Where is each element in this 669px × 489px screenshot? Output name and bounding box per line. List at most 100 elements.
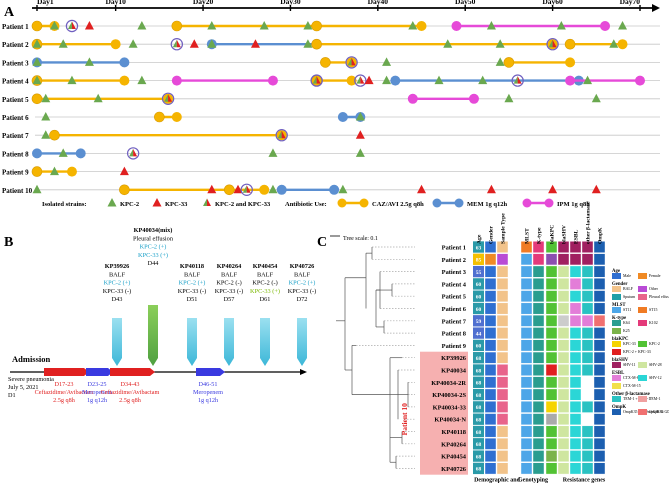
- patient-row: Patient 10: [2, 183, 660, 196]
- heatmap-cell: [557, 351, 570, 364]
- caz-start-dot: [119, 184, 130, 196]
- heatmap-cell: [557, 302, 570, 315]
- heatmap-cell: [532, 327, 545, 339]
- heatmap-cell: [569, 425, 582, 438]
- isolate-line: KPC-33 (+): [250, 288, 280, 295]
- patient-label: Patient 8: [2, 150, 29, 158]
- heatmap-cell: [496, 364, 509, 376]
- isolate-line: BALF: [109, 271, 126, 278]
- both-strains-ring: [511, 74, 524, 87]
- heatmap-cell: [532, 450, 545, 462]
- age-value: 68: [476, 393, 482, 399]
- heatmap-cell: [581, 450, 594, 462]
- kpc33-strain-marker: [355, 130, 365, 139]
- legend-item-label: OmpK36 GD: [649, 410, 669, 414]
- isolate-line: KP40264: [217, 263, 242, 270]
- heatmap-column-header: other β-lactamase: [586, 201, 592, 244]
- heatmap-cell: [569, 314, 582, 327]
- treatment-days: D17-23: [55, 381, 74, 388]
- age-value: 60: [476, 307, 482, 313]
- legend-item-label: Male: [623, 274, 631, 278]
- legend-swatch: [612, 375, 621, 381]
- kpc2-strain-marker: [382, 57, 392, 66]
- legend-item-label: Pleural effusion: [649, 295, 669, 299]
- kpc2-strain-marker: [41, 93, 51, 103]
- legend-ipm-dot: [522, 198, 532, 208]
- kpc2-half: [312, 76, 317, 84]
- heatmap-cell: [484, 290, 497, 303]
- heatmap-cell: [581, 388, 594, 401]
- patient-row: Patient 5: [2, 92, 660, 106]
- age-cell: [473, 376, 484, 388]
- legend-heading: OmpK: [612, 405, 626, 410]
- kpc2-half: [172, 39, 177, 48]
- heatmap-cell: [569, 462, 582, 475]
- kpc2-strain-marker: [41, 130, 51, 139]
- patient-row: Patient 6: [2, 111, 660, 123]
- isolate-line: KPC-33 (-): [178, 288, 207, 295]
- isolate-line: KP40726: [290, 263, 315, 270]
- day-tick-label: Day1: [37, 0, 54, 6]
- heatmap-cell: [593, 388, 606, 401]
- specimen-tube: [260, 318, 270, 366]
- legend-item-label: K102: [649, 321, 658, 325]
- age-value: 60: [476, 344, 482, 350]
- age-value: 63: [476, 245, 482, 251]
- caz-end-dot: [346, 75, 357, 86]
- heatmap-cell: [496, 253, 509, 266]
- both-strains-ring: [240, 183, 253, 196]
- legend-item-label: SHV-12: [649, 376, 662, 380]
- day-tick-label: Day40: [368, 0, 389, 6]
- age-value: 68: [476, 442, 482, 448]
- age-cell: [473, 352, 484, 364]
- heatmap-cell: [496, 401, 509, 413]
- legend-item-label: TEM-1 + OXA-1: [623, 397, 650, 401]
- legend-mem-dot: [432, 198, 442, 208]
- heatmap-row-label: Patient 9: [442, 343, 466, 350]
- heatmap-cell: [496, 265, 509, 278]
- age-value: 68: [476, 356, 482, 362]
- kpc33-strain-marker: [591, 184, 601, 194]
- heatmap-cell: [581, 302, 594, 315]
- legend-kpc33-marker: [152, 198, 162, 207]
- heatmap-cell: [545, 327, 558, 339]
- heatmap-row-label: KP40034-2S: [432, 392, 466, 399]
- caz-start-dot: [320, 57, 331, 68]
- kpc2-half: [67, 21, 72, 29]
- caz-start-dot: [31, 166, 43, 177]
- isolate-line: D57: [224, 296, 235, 303]
- age-cell: [473, 253, 484, 265]
- heatmap-cell: [520, 401, 533, 413]
- day-tick-label: Day50: [455, 0, 476, 6]
- heatmap-cell: [581, 327, 594, 339]
- kpc2-strain-marker: [32, 39, 42, 48]
- heatmap-cell: [569, 376, 582, 389]
- isolate-line: KP39926: [105, 263, 130, 270]
- heatmap-cell: [484, 327, 497, 339]
- kpc2-strain-marker: [137, 21, 147, 30]
- heatmap-cell: [593, 376, 606, 389]
- legend-ipm-dot: [544, 198, 554, 208]
- heatmap-column-header: Sample Type: [501, 213, 507, 244]
- heatmap-cell: [484, 302, 497, 315]
- caz-end-dot: [110, 39, 121, 50]
- legend-swatch: [638, 307, 647, 313]
- kpc2-strain-marker: [434, 75, 444, 85]
- legend-heading: Gender: [612, 282, 628, 287]
- heatmap-cell: [557, 241, 570, 253]
- heatmap-cell: [545, 302, 558, 315]
- caz-start-dot: [171, 20, 183, 32]
- kpc2-strain-marker: [338, 184, 348, 194]
- heatmap-cell: [520, 278, 533, 290]
- heatmap-column-header: ESBL: [574, 229, 580, 244]
- treatment-days: D23-25: [88, 381, 107, 388]
- heatmap-row-label: KP40034-33: [433, 404, 466, 411]
- heatmap-cell: [484, 425, 497, 438]
- treatment-dose: 2.5g q8h: [119, 397, 142, 404]
- heatmap-cell: [569, 302, 582, 315]
- legend-heading: K-type: [612, 316, 626, 321]
